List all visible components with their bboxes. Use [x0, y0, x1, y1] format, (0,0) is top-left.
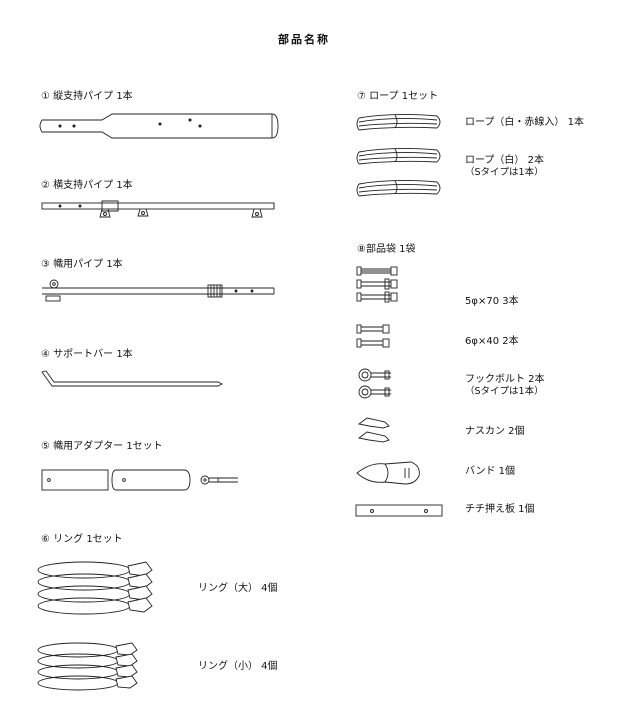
- carabiner-illustration: [357, 417, 390, 443]
- band-illustration: [356, 461, 420, 485]
- hook-bolt-note: （Sタイプは1本）: [465, 386, 544, 397]
- bolt-70-label: 5φ×70 3本: [465, 296, 519, 307]
- section-heading-rings: ⑥ リング 1セット: [41, 534, 123, 545]
- section-heading-parts-bag: ⑧部品袋 1袋: [357, 244, 416, 255]
- rope-red-line-illustration: [356, 113, 441, 131]
- small-rings-label: リング（小） 4個: [198, 661, 278, 672]
- tie-plate-illustration: [355, 504, 443, 517]
- page-title: 部品名称: [278, 33, 330, 46]
- carabiner-label: ナスカン 2個: [465, 426, 525, 437]
- support-bar-illustration: [41, 370, 224, 387]
- section-heading-flag-pipe: ③ 幟用パイプ 1本: [41, 259, 123, 270]
- hook-bolt-illustration: [358, 368, 391, 399]
- bolt-40-label: 6φ×40 2本: [465, 336, 519, 347]
- section-heading-flag-adapter: ⑤ 幟用アダプター 1セット: [41, 441, 163, 452]
- section-heading-support-bar: ④ サポートバー 1本: [41, 349, 133, 360]
- large-rings-label: リング（大） 4個: [198, 583, 278, 594]
- section-heading-ropes: ⑦ ロープ 1セット: [357, 91, 439, 102]
- bolt-70-illustration: [356, 266, 398, 303]
- flag-adapter-illustration: [41, 469, 238, 491]
- large-rings-illustration: [37, 561, 153, 615]
- rope-red-line-label: ロープ（白・赤線入） 1本: [465, 117, 584, 128]
- section-heading-vertical-pipe: ① 縦支持パイプ 1本: [41, 91, 133, 102]
- vertical-support-pipe-illustration: [39, 113, 279, 139]
- bolt-40-illustration: [356, 324, 390, 348]
- rope-white-illustration-1: [356, 147, 441, 165]
- small-rings-illustration: [37, 642, 138, 691]
- horizontal-support-pipe-illustration: [41, 200, 275, 218]
- band-label: バンド 1個: [465, 466, 516, 477]
- rope-white-label: ロープ（白） 2本: [465, 155, 544, 166]
- tie-plate-label: チチ押え板 1個: [465, 504, 535, 515]
- rope-white-illustration-2: [356, 179, 441, 197]
- flag-pipe-illustration: [42, 279, 275, 302]
- rope-white-note: （Sタイプは1本）: [465, 167, 544, 178]
- section-heading-horizontal-pipe: ② 横支持パイプ 1本: [41, 180, 133, 191]
- hook-bolt-label: フックボルト 2本: [465, 374, 545, 385]
